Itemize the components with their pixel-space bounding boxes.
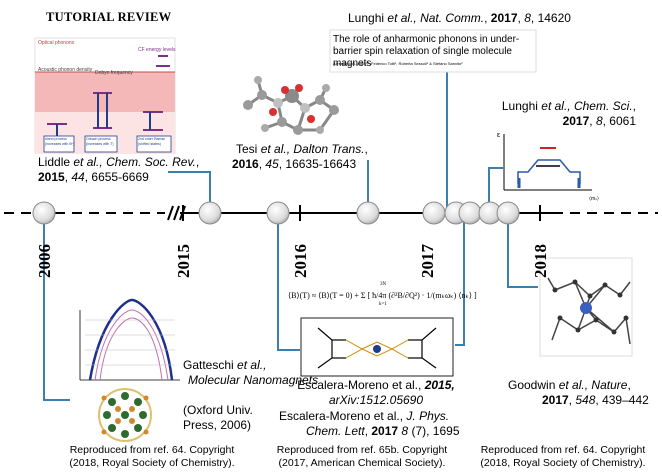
copyright-1-line2: (2018, Royal Society of Chemistry). xyxy=(69,457,235,469)
lunghi-nat-paper-box xyxy=(329,29,537,73)
year-2015: 2015 xyxy=(174,244,193,278)
lunghi-nat-author-line: Alessandro Lunghi¹², Federico Totti¹, Ro… xyxy=(333,61,463,66)
orbach-process-label: Orbach process (increases with T) xyxy=(86,137,114,146)
lunghi-nat-paper-title: The role of anharmonic phonons in under-… xyxy=(333,34,520,69)
lunghi-sci-citation: Lunghi et al., Chem. Sci., xyxy=(501,99,636,113)
connector-escalera2 xyxy=(455,213,465,346)
lunghi-sci-citation-line2: 2017, 8, 6061 xyxy=(562,114,636,128)
copyright-2-line2: (2017, American Chemical Society). xyxy=(278,457,446,469)
escalera-citation-2-line2: Chem. Lett, 2017 8 (7), 1695 xyxy=(306,424,460,438)
formula-sum-upper: 3N xyxy=(380,282,387,287)
copyright-2-line1: Reproduced from ref. 65b. Copyright xyxy=(276,444,448,456)
relaxation-formula: ⟨B⟩(T) ≈ ⟨B⟩(T = 0) + Σ [ ħ/4π (∂²B/∂Q²)… xyxy=(288,291,477,300)
gatteschi-cluster-image xyxy=(98,388,152,442)
copyright-3-line2: (2018, Royal Society of Chemistry). xyxy=(480,457,646,469)
optical-phonons-label: Optical phonons xyxy=(38,40,75,46)
connector-liddle xyxy=(168,171,211,213)
escalera-arxiv: arXiv:1512.05690 xyxy=(328,393,424,407)
copyright-3-line1: Reproduced from ref. 64. Copyright xyxy=(480,444,646,456)
plot-epsilon-label: ε xyxy=(497,132,501,139)
debye-label: Debye frequency xyxy=(95,70,133,76)
lunghi-sci-plot xyxy=(503,134,592,191)
tesi-citation: Tesi et al., Dalton Trans., xyxy=(236,142,368,156)
escalera-molecule-image xyxy=(317,327,437,369)
node-escalera xyxy=(266,201,290,225)
gatteschi-publisher-2: Press, 2006) xyxy=(183,418,252,432)
tutorial-review-header: TUTORIAL REVIEW xyxy=(46,10,172,24)
goodwin-citation: Goodwin et al., Nature, xyxy=(508,378,631,392)
node-liddle xyxy=(198,201,222,225)
node-2017c xyxy=(458,201,482,225)
year-2016: 2016 xyxy=(291,244,310,278)
liddle-citation-line2: 2015, 44, 6655-6669 xyxy=(38,170,149,184)
liddle-citation: Liddle et al., Chem. Soc. Rev., xyxy=(38,155,200,169)
escalera-citation-1: Escalera-Moreno et al., 2015, xyxy=(297,378,455,392)
goodwin-atoms xyxy=(552,279,629,335)
acoustic-label: Acoustic phonon density xyxy=(38,67,93,73)
connector-escalera xyxy=(277,213,300,351)
node-2017e xyxy=(496,201,520,225)
connector-gatteschi xyxy=(43,213,70,401)
tesi-molecule-image xyxy=(247,79,336,133)
node-2006 xyxy=(32,201,56,225)
lunghi-nat-citation: Lunghi et al., Nat. Comm., 2017, 8, 1462… xyxy=(348,11,571,25)
node-2017a xyxy=(422,201,446,225)
raman-process-label: 2nd order Raman (shifted states) xyxy=(138,137,166,146)
year-2018: 2018 xyxy=(531,244,550,278)
node-tesi xyxy=(356,201,380,225)
formula-sum-lower: k=1 xyxy=(379,302,387,307)
escalera-citation-2: Escalera-Moreno et al., J. Phys. xyxy=(279,409,450,423)
gatteschi-publisher: (Oxford Univ. xyxy=(183,403,253,417)
copyright-1-line1: Reproduced from ref. 64. Copyright xyxy=(69,444,235,456)
connector-lunghi-sci xyxy=(488,167,503,213)
connector-goodwin xyxy=(507,213,538,288)
gatteschi-citation: Gatteschi et al., xyxy=(183,358,267,372)
cf-levels-label: CF energy levels xyxy=(138,47,176,53)
direct-process-label: direct process (increases with Bⁿ) xyxy=(45,137,75,146)
year-2017: 2017 xyxy=(418,244,437,278)
gatteschi-plot xyxy=(79,298,180,381)
plot-ms-label: ⟨mₛ⟩ xyxy=(589,196,599,202)
timeline-nodes xyxy=(32,201,520,225)
tesi-citation-line2: 2016, 45, 16635-16643 xyxy=(232,157,357,171)
tutorial-review-figure xyxy=(34,37,176,154)
tesi-atoms xyxy=(243,76,339,135)
goodwin-citation-line2: 2017, 548, 439–442 xyxy=(542,393,649,407)
year-2006: 2006 xyxy=(35,244,54,278)
gatteschi-book-title-1: Molecular Nanomagnets xyxy=(188,373,319,387)
